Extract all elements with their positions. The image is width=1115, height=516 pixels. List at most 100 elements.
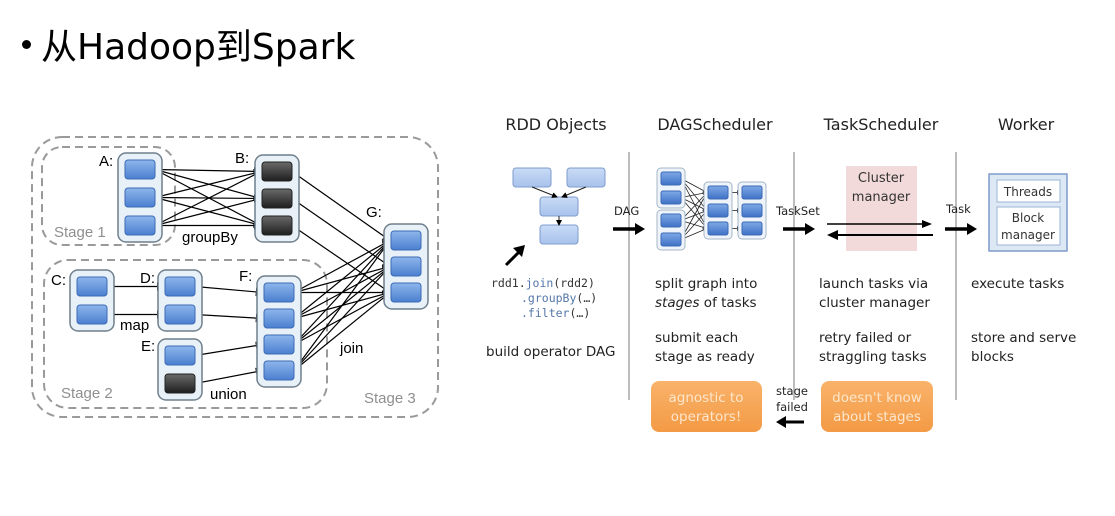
- stage-partition: [741, 221, 763, 236]
- edge-f4-g3: [293, 291, 391, 371]
- partition-f-3: [263, 334, 295, 355]
- task-desc-2-line1: retry failed or: [819, 330, 912, 346]
- code-line-3: .filter(…): [521, 306, 590, 320]
- scheduler-pipeline-diagram: RDD Objects DAGScheduler TaskScheduler W…: [486, 115, 1076, 432]
- partition-a-3: [124, 215, 156, 236]
- taskset-arrow: [783, 223, 815, 235]
- callout-no-stages-line2: about stages: [833, 409, 921, 425]
- partition-f-2: [263, 308, 295, 329]
- rdd-f-container: [256, 275, 302, 388]
- rdd-f-label: F:: [239, 268, 252, 285]
- rdd-e-label: E:: [141, 338, 155, 355]
- dag-desc-stages-em: stages: [655, 295, 700, 311]
- op-map-label: map: [120, 317, 149, 334]
- cluster-manager-line2: manager: [852, 190, 911, 205]
- partition-f-1: [263, 282, 295, 303]
- stage-failed-line1: stage: [776, 384, 808, 398]
- cluster-manager-exchange-arrows: [827, 220, 933, 240]
- edge-a3-b2: [154, 196, 263, 227]
- edge-b2-g2: [291, 198, 391, 268]
- partition-d-2: [164, 304, 196, 325]
- partition-g-1: [390, 230, 422, 251]
- dag-desc-1-line2: stages of tasks: [655, 295, 757, 311]
- slide-title: 从Hadoop到Spark: [22, 18, 355, 70]
- dag-desc-1-line1: split graph into: [655, 276, 757, 292]
- stage-2-label: Stage 2: [61, 385, 113, 402]
- edge-d1-f1: [194, 285, 265, 297]
- cluster-manager-line1: Cluster: [858, 171, 905, 186]
- edge-f4-g1: [293, 239, 391, 371]
- dag-desc-2-line1: submit each: [655, 330, 738, 346]
- edge-b3-g3: [291, 225, 391, 294]
- code-snippet: rdd1.join(rdd2): [491, 276, 595, 290]
- stage-1-box: [41, 146, 176, 246]
- rdd-node: [539, 196, 579, 217]
- edge-b1-g1: [291, 171, 391, 242]
- callout-agnostic-line2: operators!: [671, 409, 742, 425]
- stage-partition: [707, 203, 729, 218]
- code-line-2: .groupBy(…): [521, 291, 597, 305]
- partition-c-1: [76, 276, 108, 297]
- rdd-b-label: B:: [235, 150, 249, 167]
- dag-arrow: [613, 223, 645, 235]
- edge-a3-b1: [154, 170, 263, 227]
- stage-failed-arrow: [776, 416, 804, 428]
- arrow-label-task: Task: [945, 202, 971, 216]
- rdd-node: [512, 167, 552, 188]
- bullet-icon: [22, 39, 31, 49]
- worker-desc-2-line1: store and serve: [971, 330, 1076, 346]
- edge-f3-g1: [293, 239, 391, 345]
- partition-a-1: [124, 159, 156, 180]
- edge-e2-f4: [194, 367, 265, 385]
- op-groupby-label: groupBy: [182, 229, 238, 246]
- stage-partition: [741, 185, 763, 200]
- partition-g-2: [390, 256, 422, 277]
- stage-partition: [660, 232, 682, 247]
- edge-f2-g1: [293, 239, 391, 319]
- edge-e1-f3: [194, 341, 265, 357]
- callout-no-stages-line1: doesn't know: [832, 390, 922, 406]
- code-filter-arg: (…): [569, 306, 590, 320]
- partition-e-1: [164, 345, 196, 366]
- dag-desc-rest: of tasks: [700, 295, 757, 311]
- rdd-node: [539, 224, 579, 245]
- stage-partition: [707, 221, 729, 236]
- header-task-scheduler: TaskScheduler: [823, 115, 939, 134]
- stage-2-box: [43, 259, 328, 409]
- slide-title-text: 从Hadoop到Spark: [41, 27, 356, 68]
- worker-desc-1: execute tasks: [971, 276, 1064, 292]
- code-join: join: [526, 276, 554, 290]
- task-arrow: [945, 223, 977, 235]
- dag-desc-2-line2: stage as ready: [655, 349, 755, 365]
- header-rdd-objects: RDD Objects: [505, 115, 606, 134]
- block-manager-line2: manager: [1001, 228, 1055, 242]
- rdd-g-label: G:: [366, 204, 382, 221]
- partition-a-2: [124, 187, 156, 208]
- op-union-label: union: [210, 386, 247, 403]
- task-desc-1-line2: cluster manager: [819, 295, 930, 311]
- partition-d-1: [164, 276, 196, 297]
- edge-d2-f2: [194, 313, 265, 323]
- rdd-a-label: A:: [99, 153, 113, 170]
- arrow-label-taskset: TaskSet: [775, 204, 820, 218]
- code-groupby: .groupBy: [521, 291, 576, 305]
- partition-b-1: [261, 161, 293, 182]
- partition-c-2: [76, 304, 108, 325]
- threads-box: [996, 179, 1061, 203]
- callout-agnostic: [651, 381, 762, 432]
- worker-desc-2-line2: blocks: [971, 349, 1014, 365]
- rdd-node: [566, 167, 606, 188]
- stage-3-label: Stage 3: [364, 390, 416, 407]
- stage-failed-line2: failed: [776, 400, 808, 414]
- partition-e-2: [164, 373, 196, 394]
- rdd-operator-dag: [512, 167, 606, 245]
- dependency-edges: [107, 167, 392, 385]
- edge-f4-g2: [293, 265, 391, 371]
- code-filter: .filter: [521, 306, 570, 320]
- stage-partition: [707, 185, 729, 200]
- header-dag-scheduler: DAGScheduler: [657, 115, 773, 134]
- code-pointer-arrow: [504, 245, 525, 267]
- partition-f-4: [263, 360, 295, 381]
- edge-a1-b1: [154, 167, 263, 176]
- code-object: rdd1.: [491, 276, 526, 290]
